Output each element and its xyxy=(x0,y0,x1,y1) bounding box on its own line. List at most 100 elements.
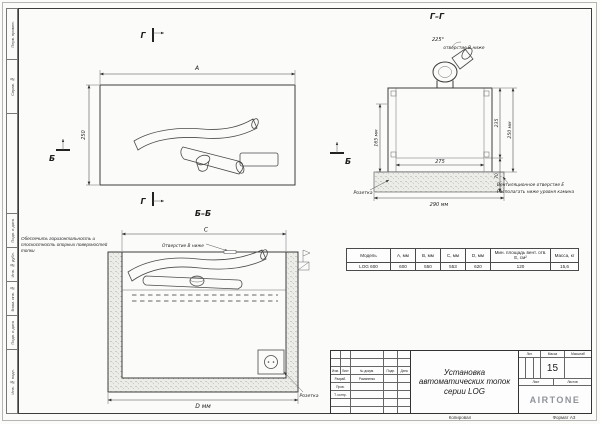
hole-note: отверстие В ниже xyxy=(443,45,484,51)
cell xyxy=(398,383,410,391)
niche-outer xyxy=(107,251,299,393)
spec-cell-vent: 120 xyxy=(490,261,551,271)
lit-cell xyxy=(533,358,541,379)
masonry-hatch xyxy=(108,252,298,392)
margin-box: Подп. и дата xyxy=(6,316,18,350)
spec-cell-a: 600 xyxy=(390,261,416,271)
burner-cup xyxy=(195,154,211,166)
title-block-center: Установка автоматических топок серии LOG xyxy=(411,351,519,413)
angle-label: 225° xyxy=(432,37,445,43)
section-letter-g-top: Г xyxy=(140,31,146,40)
fastener xyxy=(483,90,490,97)
col-doc: № докум. xyxy=(350,367,385,375)
vent-note-1: Вентиляционное отверстие Е xyxy=(497,182,564,188)
format-label: Формат А3 xyxy=(552,415,576,420)
niche-inner xyxy=(121,251,287,379)
socket-label-bb: Розетка xyxy=(299,393,318,399)
dim-250mm-label: 250 мм xyxy=(507,121,513,139)
vent-leader xyxy=(502,176,509,184)
spec-data-row: LOG 600 600 550 553 620 120 15,6 xyxy=(346,261,579,271)
flue-elbow xyxy=(451,48,474,70)
cell xyxy=(384,359,399,367)
signature-row xyxy=(331,399,410,407)
fastener xyxy=(483,151,490,158)
margin-box xyxy=(6,114,18,214)
hole-b-slot xyxy=(223,250,237,254)
burner-cup xyxy=(189,275,205,287)
lit-mass-scale-row: Лит. Масса Масштаб xyxy=(519,351,591,358)
margin-box: Инв. № дубл. xyxy=(6,248,18,282)
lit-cell xyxy=(519,358,527,379)
signature-row: Разраб. Романенко xyxy=(331,375,410,383)
cell xyxy=(350,391,385,399)
logo-row: AIRTONE xyxy=(519,386,591,413)
cell xyxy=(331,351,341,359)
dim-a-label: А xyxy=(194,65,199,72)
dim-290-label: 290 мм xyxy=(430,202,449,208)
col-list: Лист xyxy=(340,367,351,375)
spec-cell-mass: 15,6 xyxy=(550,261,579,271)
spec-header: В, мм xyxy=(415,248,441,263)
lit-mass-scale-values: 15 xyxy=(519,358,591,379)
foundation-hatch xyxy=(373,171,505,193)
kopiroval-label: Копировал xyxy=(448,415,472,420)
document-title: Установка автоматических топок серии LOG xyxy=(418,367,511,396)
cell xyxy=(350,383,385,391)
spec-cell-c: 553 xyxy=(440,261,466,271)
flue-collar xyxy=(432,61,458,83)
spec-header: D, мм xyxy=(465,248,491,263)
log-sketch xyxy=(142,275,243,290)
spec-header: А, мм xyxy=(390,248,416,263)
plan-view: А 250 Г Г Б Б xyxy=(49,28,351,206)
section-gg-view: Г–Г 225° отверстие В ниже 275 xyxy=(353,12,574,208)
cell xyxy=(384,391,399,399)
cell xyxy=(398,375,410,383)
flue-hole xyxy=(438,66,452,78)
cell xyxy=(331,359,341,367)
dim-250-label: 250 xyxy=(81,130,87,140)
spec-header: Модель xyxy=(346,248,391,263)
dim-c-label: С xyxy=(204,227,209,234)
section-letter-b-right: Б xyxy=(345,157,351,166)
fastener xyxy=(390,151,397,158)
dim-d-label: D мм xyxy=(195,403,211,410)
margin-box: Справ. № xyxy=(6,60,18,114)
title-block-left: Изм. Лист № докум. Подп. Дата Разраб. Ро… xyxy=(331,351,411,413)
lit-label: Лит. xyxy=(519,351,541,358)
log-end xyxy=(260,249,268,260)
cell xyxy=(350,359,385,367)
dim-70-label: 70 xyxy=(494,173,500,179)
fastener xyxy=(390,90,397,97)
margin-box: Подп. и дата xyxy=(6,214,18,248)
socket-leader xyxy=(369,179,390,191)
cell xyxy=(398,359,410,367)
cell xyxy=(331,399,351,407)
column-header-row: Изм. Лист № докум. Подп. Дата xyxy=(331,367,410,375)
flue-end xyxy=(461,47,473,60)
cell xyxy=(384,399,399,407)
firebox-plan-outline xyxy=(99,84,296,186)
signature-row: Пров. xyxy=(331,383,410,391)
scale-label: Масштаб xyxy=(565,351,591,358)
gost-margin-strip: Перв. примен. Справ. № Подп. и дата Инв.… xyxy=(6,8,18,414)
margin-box: Перв. примен. xyxy=(6,8,18,60)
cell xyxy=(384,375,399,383)
socket-pin xyxy=(267,361,270,363)
scale-value xyxy=(564,358,591,379)
spec-cell-model: LOG 600 xyxy=(346,261,391,271)
sheet-outer-border xyxy=(2,2,597,421)
margin-box: Инв. № подл. xyxy=(6,350,18,414)
log-sketch xyxy=(127,249,267,282)
razrab-label: Разраб. xyxy=(331,375,351,383)
sheet-row: Лист Листов xyxy=(519,379,591,386)
spec-cell-b: 550 xyxy=(415,261,441,271)
dim-235-label: 235 xyxy=(494,119,500,128)
spec-table: Модель А, мм В, мм С, мм D, мм Мин. площ… xyxy=(346,248,579,271)
hole-note-bb: Отверстие В ниже xyxy=(162,243,204,249)
cell xyxy=(398,399,410,407)
vent-note-2: Располагать ниже уровня камина xyxy=(497,189,574,195)
sheet-label: Лист xyxy=(519,379,554,386)
log-sketch xyxy=(133,118,258,151)
